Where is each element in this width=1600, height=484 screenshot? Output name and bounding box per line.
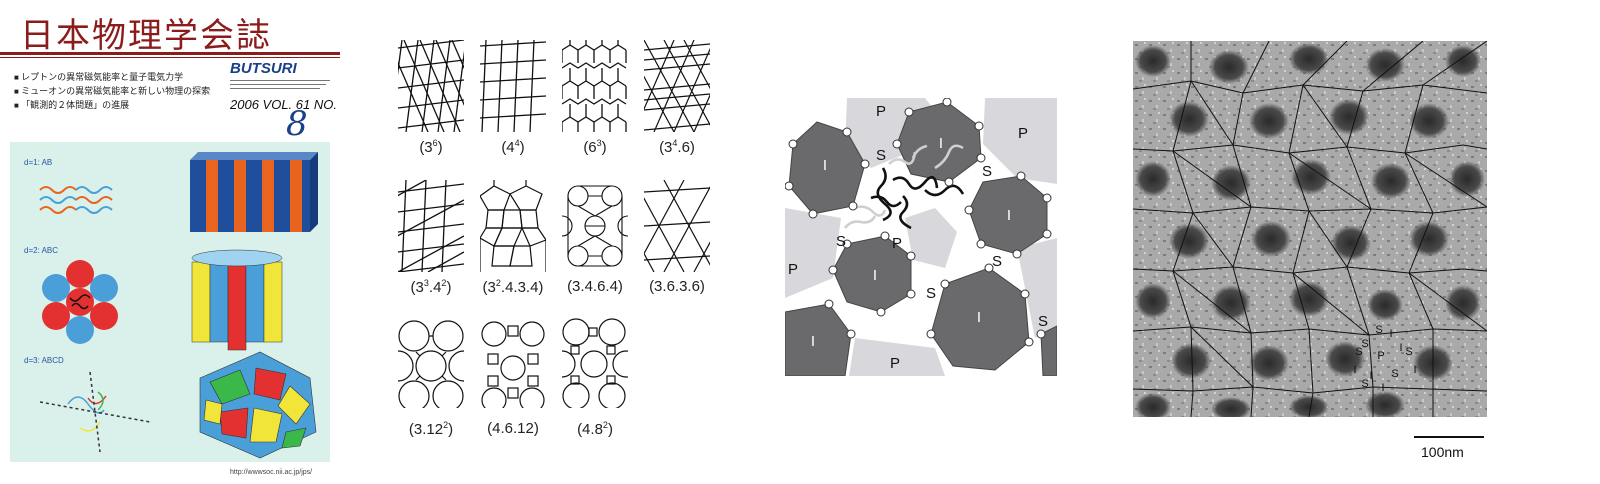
lamellar-block-icon	[190, 152, 318, 232]
tiling-3-6-3-6	[644, 180, 710, 272]
i-domain	[832, 235, 912, 313]
issue-volume: VOL. 61	[262, 97, 311, 112]
tem-micrograph: S I S I S P S I I S I S I	[1133, 41, 1487, 417]
i-domain	[930, 267, 1030, 371]
p-label: P	[892, 235, 902, 252]
s-label: S	[926, 285, 936, 302]
tiling-4-6-12	[480, 316, 546, 408]
issue-year: 2006	[230, 97, 259, 112]
journal-name: BUTSURI	[230, 60, 297, 77]
tiling-3-4-6-4	[562, 180, 628, 272]
tiling-label: (4.82)	[577, 420, 613, 438]
p-label: P	[890, 355, 900, 372]
i-label: I	[977, 309, 981, 326]
hexagon-cluster-icon	[42, 260, 118, 344]
micrograph-label: S	[1361, 378, 1368, 390]
i-label: I	[939, 135, 943, 152]
i-label: I	[811, 333, 815, 350]
junction-points	[785, 98, 1052, 347]
i-label: I	[873, 267, 877, 284]
cover-artwork	[39, 152, 318, 459]
cover-title: 日本物理学会誌	[20, 16, 272, 56]
micrograph-label: I	[1389, 328, 1392, 340]
micrograph-label: S	[1405, 346, 1412, 358]
micrograph-label: S	[1375, 324, 1382, 336]
tiling-label: (33.42)	[410, 278, 452, 296]
cover-illustration: d=1: AB d=2: ABC d=3: ABCD	[10, 142, 330, 462]
tiling-3-6	[398, 40, 464, 132]
s-label: S	[836, 233, 846, 250]
dimension-label-1: d=1: AB	[24, 158, 53, 167]
tiling-4-8-2	[562, 316, 628, 408]
p-domain	[785, 208, 841, 298]
s-label: S	[982, 163, 992, 180]
micrograph-label: I	[1413, 364, 1416, 376]
micrograph-label: I	[1353, 364, 1356, 376]
tiling-label: (44)	[501, 138, 525, 156]
tiling-label: (3.122)	[408, 420, 454, 438]
micrograph-label: S	[1355, 346, 1362, 358]
tiling-label: (63)	[583, 138, 607, 156]
s-label: S	[1038, 313, 1048, 330]
cover-headline-2: ミューオンの異常磁気能率と新しい物理の探索	[14, 84, 210, 97]
cover-headline-3: 「観測的２体問題」の進展	[14, 98, 129, 111]
micrograph-label: I	[1381, 382, 1384, 394]
cover-url: http://wwwsoc.nii.ac.jp/jps/	[230, 469, 313, 476]
i-domain	[788, 121, 866, 215]
tiling-label: (32.4.3.4)	[482, 278, 544, 296]
micrograph-label: P	[1377, 350, 1384, 362]
tiling-label: (34.6)	[659, 138, 695, 156]
p-domain	[1017, 238, 1057, 338]
tiling-3-2-4-3-4	[480, 180, 546, 272]
tiling-label: (4.6.12)	[487, 420, 539, 437]
micrograph-label: S	[1361, 338, 1368, 350]
cover-divider-thin	[0, 57, 340, 58]
tiling-label: (3.6.3.6)	[649, 278, 705, 295]
i-label: I	[823, 157, 827, 174]
i-domain	[968, 175, 1048, 255]
issue-no-label: NO.	[313, 97, 337, 112]
i-domain	[1040, 325, 1057, 376]
tiling-3-12-2	[398, 316, 464, 408]
i-label: I	[1007, 207, 1011, 224]
issue-info: 2006 VOL. 61 NO.	[230, 97, 337, 112]
tiling-patterns: (36) (44) (63) (34.6) (33.42) (32.4.3.4)…	[398, 40, 728, 450]
scale-bar-label: 100nm	[1421, 444, 1464, 460]
tiling-6-3	[562, 40, 628, 132]
lamellar-chains-icon	[39, 186, 113, 214]
s-label: S	[876, 147, 886, 164]
cover-divider	[0, 52, 340, 55]
p-label: P	[876, 103, 886, 120]
s-label: S	[992, 253, 1002, 270]
p-domain	[905, 208, 957, 268]
tiling-3-3-4-2	[398, 180, 464, 272]
network-strands-icon	[39, 371, 151, 453]
tiling-3-4-6	[644, 40, 710, 132]
p-label: P	[1018, 125, 1028, 142]
cover-fine-print	[230, 77, 340, 95]
domain-schematic: P P P P P S S S S S S I I I I I I	[785, 98, 1057, 376]
journal-cover: 日本物理学会誌 レプトンの異常磁気能率と量子電気力学 ミューオンの異常磁気能率と…	[0, 0, 340, 484]
micrograph-label: I	[1369, 370, 1372, 382]
cylinder-array-icon	[191, 249, 283, 351]
p-domain	[983, 98, 1057, 184]
tiling-label: (36)	[419, 138, 443, 156]
p-domain	[849, 338, 945, 376]
polymer-chains	[843, 144, 965, 230]
p-label: P	[788, 261, 798, 278]
tiling-label: (3.4.6.4)	[567, 278, 623, 295]
polyhedral-cluster-icon	[199, 351, 317, 459]
tiling-overlay	[1133, 41, 1487, 417]
dimension-label-2: d=2: ABC	[24, 246, 59, 255]
i-domain	[785, 303, 852, 376]
micrograph-label: I	[1399, 342, 1402, 354]
dimension-label-3: d=3: ABCD	[24, 356, 64, 365]
cover-headline-1: レプトンの異常磁気能率と量子電気力学	[14, 70, 183, 83]
i-domain	[896, 101, 982, 183]
scale-bar	[1414, 436, 1484, 438]
micrograph-label: S	[1391, 368, 1398, 380]
issue-number: 8	[286, 104, 308, 144]
tiling-4-4	[480, 40, 546, 132]
